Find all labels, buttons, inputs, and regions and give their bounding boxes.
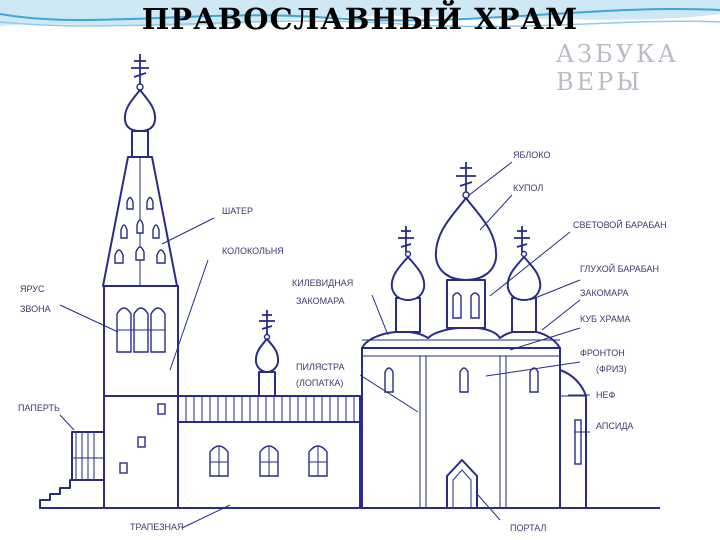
label-kolokolnya: КОЛОКОЛЬНЯ <box>222 246 284 256</box>
page-title: ПРАВОСЛАВНЫЙ ХРАМ <box>141 2 579 36</box>
label-nef: НЕФ <box>596 390 616 400</box>
label-zakomara-right: ЗАКОМАРА <box>580 288 629 298</box>
label-zvona: ЗВОНА <box>20 304 51 314</box>
label-pilyastra: ПИЛЯСТРА <box>296 362 344 372</box>
label-zakomara-left: ЗАКОМАРА <box>296 296 345 306</box>
label-friz: (ФРИЗ) <box>596 364 627 374</box>
label-portal: ПОРТАЛ <box>510 523 546 533</box>
porch-steps <box>39 479 105 509</box>
bell-tower-neck <box>131 130 149 158</box>
labels: ЯБЛОКО КУПОЛ СВЕТОВОЙ БАРАБАН ШАТЕР КОЛО… <box>18 150 667 533</box>
bell-tower-cross <box>131 54 149 84</box>
label-apsida: АПСИДА <box>596 421 633 431</box>
label-paperte: ПАПЕРТЬ <box>18 403 60 413</box>
label-yabloko: ЯБЛОКО <box>513 150 550 160</box>
refectory-cornice <box>177 395 361 423</box>
label-shater: ШАТЕР <box>222 206 253 216</box>
bell-tower-base <box>103 395 179 509</box>
label-glukhoy-baraban: ГЛУХОЙ БАРАБАН <box>580 263 659 274</box>
bell-tower-onion <box>123 89 157 132</box>
label-lopatka: (ЛОПАТКА) <box>296 378 343 388</box>
apse <box>559 369 587 509</box>
label-yarus: ЯРУС <box>20 284 45 294</box>
label-kupol: КУПОЛ <box>513 183 543 193</box>
leader-lines <box>59 161 590 529</box>
top-wave-decoration <box>0 0 720 40</box>
label-fronton: ФРОНТОН <box>580 348 625 358</box>
label-trapeznaya: ТРАПЕЗНАЯ <box>130 522 184 532</box>
main-church <box>361 162 587 509</box>
bell-tower <box>39 54 179 509</box>
label-svetovoy-baraban: СВЕТОВОЙ БАРАБАН <box>573 219 667 230</box>
label-kilevidnaya: КИЛЕВИДНАЯ <box>292 278 353 288</box>
refectory <box>177 310 361 509</box>
central-dome <box>434 197 498 281</box>
label-kub-khrama: КУБ ХРАМА <box>580 314 630 324</box>
azbuka-very-logo: АЗБУКА ВЕРЫ <box>556 40 679 96</box>
